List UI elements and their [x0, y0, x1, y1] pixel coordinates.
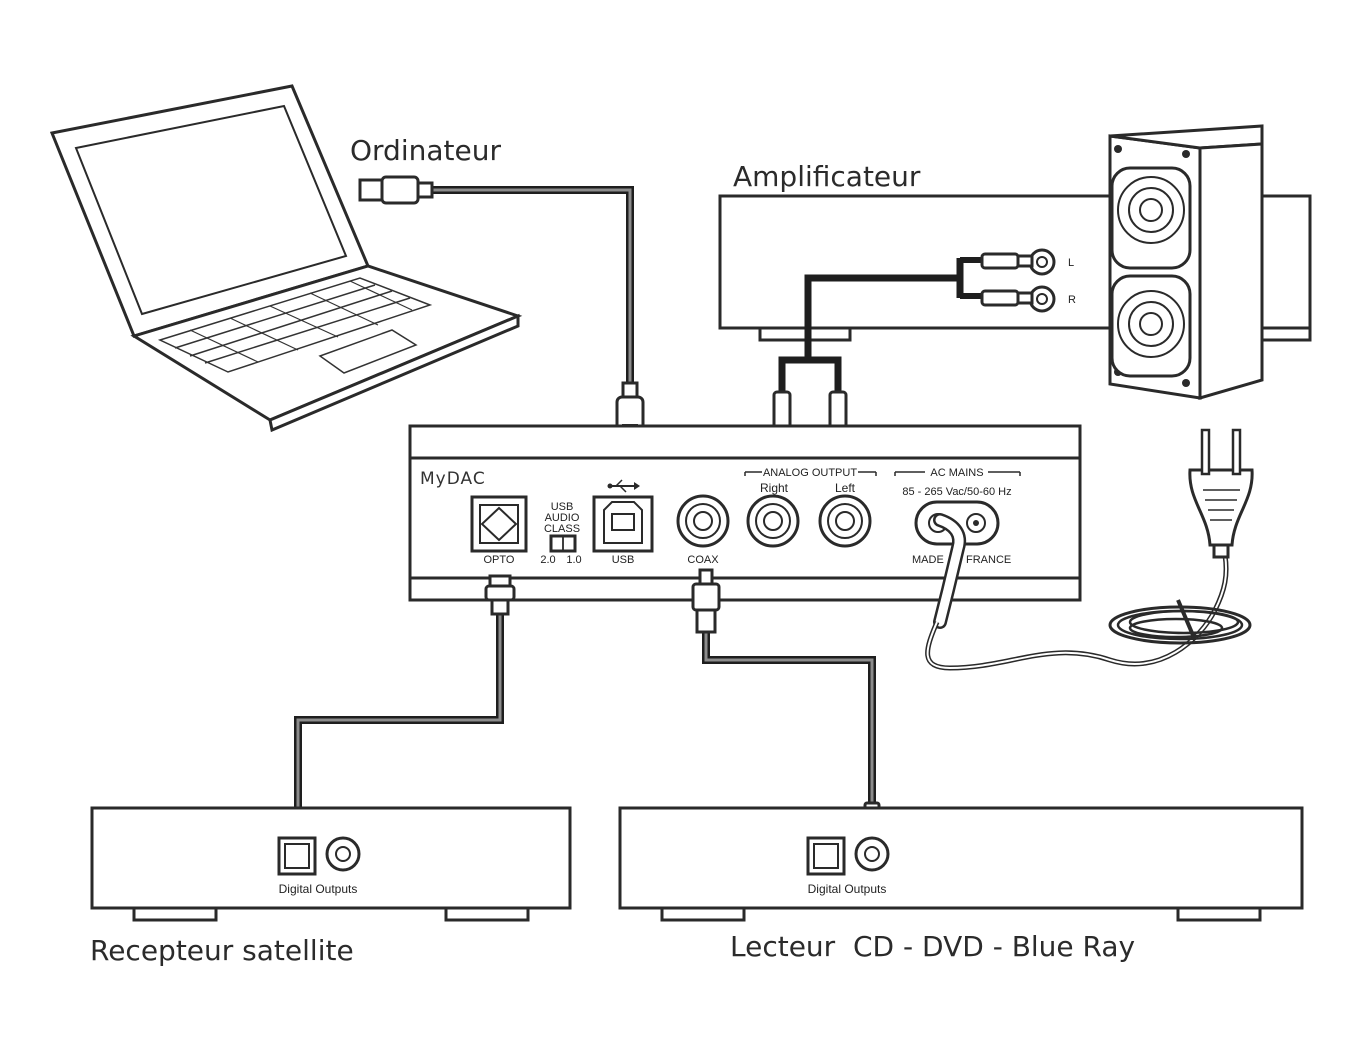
dac-brand: MyDAC: [420, 469, 486, 489]
usb-audio-class-line2: AUDIO: [545, 512, 580, 524]
ac-mains-input: AC MAINS 85 - 265 Vac/50-60 Hz MADE FRAN…: [894, 467, 1021, 566]
made-in-right: FRANCE: [966, 554, 1011, 566]
satellite-digital-outputs-label: Digital Outputs: [279, 882, 358, 896]
coax-label: COAX: [687, 554, 719, 566]
left-output-label: Left: [835, 481, 856, 495]
keyboard: [157, 277, 433, 373]
usb-audio-class-line1: USB: [551, 501, 574, 513]
usb-label: USB: [612, 554, 635, 566]
usb-audio-class-switch: USB AUDIO CLASS 2.0 1.0: [540, 501, 581, 566]
coax-cable: [691, 568, 881, 843]
made-in-left: MADE: [912, 554, 944, 566]
ac-mains-label: AC MAINS: [930, 467, 983, 479]
switch-left-label: 2.0: [540, 554, 555, 566]
amplifier-label: Amplificateur: [733, 160, 921, 193]
opto-input: OPTO: [470, 495, 528, 566]
power-plug-icon: [1188, 428, 1254, 559]
power-cord: [925, 428, 1254, 671]
disc-player-label: Lecteur CD - DVD - Blue Ray: [730, 930, 1135, 963]
coax-input: COAX: [676, 494, 730, 566]
laptop-icon: [49, 84, 523, 433]
disc-player: Digital Outputs: [618, 806, 1304, 922]
usb-audio-class-line3: CLASS: [544, 523, 580, 535]
speaker-icon: [1108, 124, 1264, 400]
optical-cable: [283, 574, 516, 844]
disc-digital-outputs-label: Digital Outputs: [808, 882, 887, 896]
trackpad: [318, 329, 418, 374]
usb-symbol-icon: [607, 479, 640, 493]
opto-label: OPTO: [484, 554, 515, 566]
computer-label: Ordinateur: [350, 134, 501, 167]
analog-output-label: ANALOG OUTPUT: [763, 467, 857, 479]
amp-input-right-label: R: [1068, 294, 1076, 306]
right-output-label: Right: [760, 481, 789, 495]
satellite-receiver: Digital Outputs: [90, 806, 572, 922]
usb-input: USB: [592, 479, 654, 566]
dac-unit: MyDAC OPTO USB AUDIO CLASS 2.0 1.0: [408, 424, 1082, 602]
amp-input-left-label: L: [1068, 257, 1074, 269]
satellite-receiver-label: Recepteur satellite: [90, 934, 354, 967]
switch-right-label: 1.0: [566, 554, 581, 566]
rca-cable: [770, 252, 1034, 454]
analog-outputs: ANALOG OUTPUT Right Left: [744, 467, 877, 548]
voltage-label: 85 - 265 Vac/50-60 Hz: [902, 486, 1011, 498]
